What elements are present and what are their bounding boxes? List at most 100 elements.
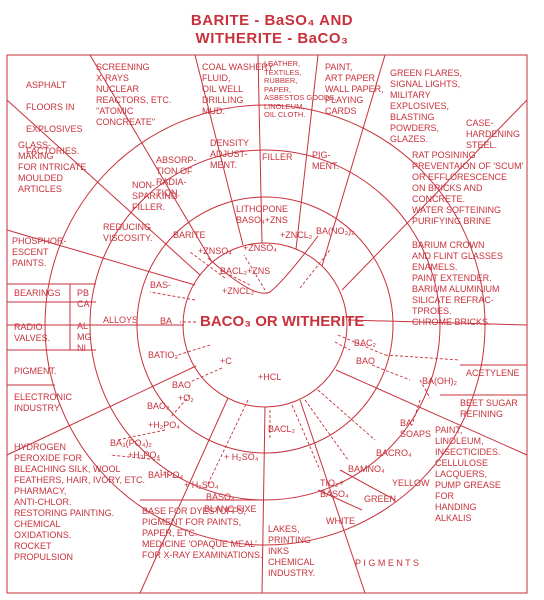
separator	[317, 489, 363, 511]
label-zncl2-a: +ZnCl₂	[280, 230, 313, 240]
label-absorption: ABSORP- TION OF RADIA- TION.	[156, 155, 197, 198]
label-lakes: LAKES, PRINTING INKS CHEMICAL INDUSTRY.	[268, 524, 316, 578]
label-plus-o2: +O₂	[178, 393, 194, 403]
label-leather: LEATHER, TEXTILES, RUBBER, PAPER, ASBEST…	[264, 59, 337, 119]
label-bacl2-zns: BaCL₂+ZnS	[220, 266, 271, 276]
label-reducing-viscosity: REDUCING VISCOSITY.	[103, 222, 153, 243]
label-bahpo4: BaHPO₄	[148, 470, 184, 480]
label-ba-nitrate: Ba(NO₃)₂	[316, 226, 355, 236]
label-plus-hcl: +HCL	[258, 372, 282, 382]
arrow	[204, 399, 249, 491]
label-filler: FILLER	[262, 152, 293, 162]
title-line-1: BARITE - BaSO₄ AND	[190, 12, 354, 29]
label-radio-valves: RADIO VALVES.	[14, 322, 51, 343]
label-green: GREEN	[364, 494, 397, 504]
arrow	[317, 389, 376, 441]
label-alloys: ALLOYS	[103, 315, 139, 325]
arrow	[117, 429, 166, 441]
label-lithopone: LITHOPONE BaSO₄+ZnS	[236, 204, 289, 225]
label-electronic: ELECTRONIC INDUSTRY	[14, 392, 73, 413]
label-baso4: BaSO₄	[206, 492, 235, 502]
arrow	[334, 341, 351, 351]
center-label: BaCO₃ or WITHERITE	[200, 313, 365, 330]
label-acetylene: ACETYLENE	[466, 368, 520, 378]
label-pigments: P I G M E N T S	[355, 558, 420, 568]
label-bamno4: BaMnO₄	[348, 464, 385, 474]
label-base-dyestuffs: BASE FOR DYESTUFFS, PIGMENT FOR PAINTS, …	[142, 506, 263, 560]
outer-frame	[6, 54, 528, 594]
spoke	[335, 369, 528, 456]
arrow	[189, 367, 223, 383]
label-hydrogen-peroxide: HYDROGEN PEROXIDE FOR BLEACHING SILK, WO…	[14, 442, 146, 562]
spoke	[89, 54, 213, 263]
arrow	[189, 251, 226, 279]
label-rat-posining: RAT POSINING PREVENTAION OF 'SCUM' OR EF…	[412, 150, 524, 226]
arrow	[243, 254, 266, 291]
label-pigment-left: PIGMENT.	[14, 366, 57, 376]
label-blanc-fixe: BLANC FIXE	[204, 504, 257, 514]
label-white: WHITE	[326, 516, 355, 526]
label-h3po4: +H₃PO₄	[128, 450, 161, 460]
label-h2po4: +H₂PO₄	[148, 420, 180, 430]
label-case-hardening: CASE- HARDENING STEEL.	[466, 118, 521, 150]
label-barite: BARITE	[173, 230, 206, 240]
label-bacro4: BaCrO₄	[376, 448, 412, 458]
label-pig-ment: PIG- MENT.	[312, 150, 339, 171]
label-bas: BAS-	[150, 280, 172, 290]
label-h2so4-a: + H₂SO₄	[224, 452, 259, 462]
arrow	[149, 291, 196, 301]
arrow	[177, 344, 211, 356]
arrow	[337, 334, 386, 356]
label-coal-washery: COAL WASHERY FLUID, OIL WELL DRILLING MU…	[202, 62, 274, 116]
arrow	[384, 354, 461, 361]
label-bearings: BEARINGS	[14, 288, 61, 298]
label-paint-linoleum: PAINT, LINOLEUM, INSECTICIDES. CELLULOSE…	[435, 425, 501, 523]
label-screening: SCREENING X-RAYS NUCLEAR REACTORS, ETC. …	[96, 62, 172, 127]
label-yellow: YELLOW	[392, 478, 430, 488]
separator	[339, 469, 396, 501]
label-ba: Ba	[160, 316, 173, 326]
label-ba3po4: Ba₃(PO₄)₂	[110, 438, 152, 448]
label-asphalt: ASPHALT FLOORS IN EXPLOSIVES FACTORIES.	[26, 80, 83, 156]
label-barium-crown: BARIUM CROWN AND FLINT GLASSES ENAMELS. …	[412, 240, 503, 327]
label-bao-left: BaO	[172, 380, 192, 390]
spoke	[295, 54, 319, 250]
spoke	[6, 99, 201, 276]
label-batio3: BaTiO₃	[148, 350, 179, 360]
arrow	[304, 399, 349, 461]
label-znso4-a: +ZnSO₄	[198, 246, 232, 256]
spoke	[194, 54, 244, 246]
label-non-sparking: NON- SPARKING FILLER.	[132, 180, 178, 212]
arrow	[159, 469, 176, 479]
label-glass-making: GLASS- MAKING FOR INTRICATE MOULDED ARTI…	[18, 140, 87, 194]
label-bao2: BaO₂	[147, 401, 170, 411]
spoke	[321, 54, 386, 267]
label-beet-sugar: BEET SUGAR REFINING	[460, 398, 518, 419]
arrow	[419, 379, 431, 399]
arrow	[169, 394, 191, 419]
spoke	[6, 229, 196, 286]
label-bao-right: BaO	[356, 356, 376, 366]
title-line-2: WITHERITE - BaCO₃	[195, 30, 349, 47]
arrow	[219, 269, 251, 286]
lithopone-curve	[207, 235, 319, 294]
label-ba-soaps: Ba SOAPS	[400, 418, 432, 439]
spoke	[139, 397, 229, 594]
label-alloy-metals: Pb Ca AL Mg Ni	[77, 288, 92, 353]
spoke	[257, 54, 263, 244]
label-zncl2-b: +ZnCL₂	[222, 286, 255, 296]
label-tio2-baso4: TiO₂+ BaSO₄	[320, 478, 349, 499]
label-bacl2: BaCL₂	[268, 424, 296, 434]
label-ba-hydroxide: Ba(OH)₂	[422, 376, 457, 386]
spoke	[261, 406, 266, 594]
label-plus-c: +C	[220, 356, 232, 366]
label-h2so4-b: + H₂SO₄	[184, 480, 219, 490]
spoke	[341, 99, 528, 291]
label-bac2: BaC₂	[354, 338, 376, 348]
spoke	[347, 319, 528, 326]
arrow	[291, 404, 321, 471]
label-green-flares: GREEN FLARES, SIGNAL LIGHTS, MILITARY EX…	[390, 68, 463, 144]
arrow	[299, 249, 331, 289]
label-density: DENSITY ADJUST- MENT.	[210, 138, 250, 170]
